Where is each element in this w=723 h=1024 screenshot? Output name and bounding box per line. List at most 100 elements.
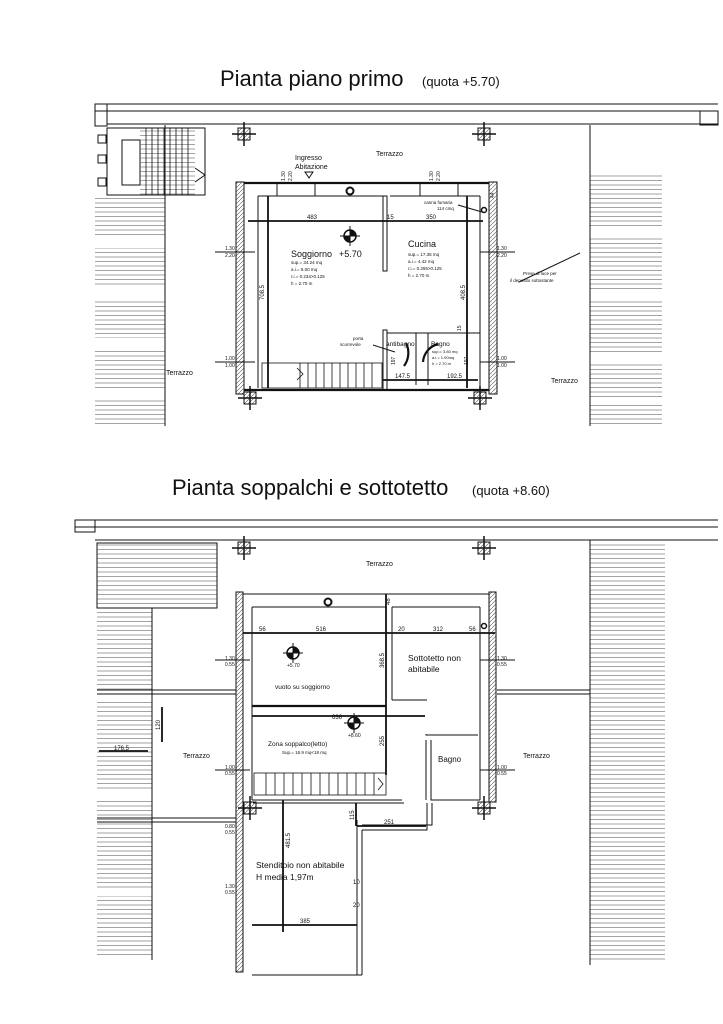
plan-top-title: Pianta piano primo: [220, 66, 403, 91]
dimension-label: 251: [384, 820, 395, 826]
dimension-lines-bottom: [99, 594, 495, 932]
dimension-label: 1.30: [225, 656, 235, 662]
level-marker-570: [282, 642, 304, 664]
label-ingresso: Ingresso: [295, 155, 322, 162]
dim-147-5: 147.5: [395, 374, 411, 380]
cucina-h: h = 2.70 m: [408, 273, 430, 278]
plan-top-quota: (quota +5.70): [422, 74, 500, 89]
dimension-label: 385: [300, 919, 311, 925]
roof-tiles-right-bottom: [590, 543, 665, 963]
dim-197: 197: [391, 356, 397, 365]
dimension-label: 1.30: [497, 656, 507, 662]
dimension-label: 481.5: [286, 832, 292, 848]
dim-197b: 197: [464, 356, 470, 365]
dim-44: 44: [490, 192, 496, 198]
dimension-label: 1.00: [497, 356, 507, 362]
dimension-label: 1.00: [225, 356, 235, 362]
dimension-label: 1.30: [497, 246, 507, 252]
window-heights-top: 1.302.20 1.302.20 1.001.00 1.001.00 1.30…: [225, 171, 507, 369]
dimension-label: 0.80: [225, 824, 235, 830]
dim-192-5: 192.5: [447, 374, 463, 380]
bagno-h: h = 2.70 m: [432, 361, 452, 366]
label-altezza-media: H media 1,97m: [256, 872, 314, 882]
room-cucina: Cucina: [408, 239, 436, 249]
cucina-ri: r.i.= 0.255>0.125: [408, 266, 442, 271]
bagno-sup: sup.= 3.80 mq: [432, 349, 457, 354]
dimension-label: 1.00: [497, 363, 507, 369]
dim-15b: 15: [457, 325, 463, 331]
label-abitabile: abitabile: [408, 664, 440, 674]
dimension-label: 115: [350, 810, 356, 820]
dimension-label: 0.55: [497, 771, 507, 777]
label-level: +5.70: [339, 249, 362, 259]
dimension-label: 1.30: [225, 246, 235, 252]
dimension-label: 2.20: [225, 253, 235, 259]
dimension-label: 312: [433, 627, 444, 633]
label-scorrevole: scorrevole: [340, 342, 361, 347]
label-abitazione: Abitazione: [295, 164, 328, 171]
soggiorno-h: h = 2.70 m: [291, 281, 313, 286]
cucina-ai: a.i.= 4.42 mq: [408, 259, 435, 264]
soggiorno-sup: sup.= 34.24 mq: [291, 260, 323, 265]
label-terrazzo-left-bottom: Terrazzo: [183, 753, 210, 760]
label-prese: Prese di luce per: [523, 271, 557, 276]
roof-tiles-right: [590, 172, 662, 227]
internal-stair-bottom: [253, 772, 387, 796]
dimension-label: 1.00: [225, 765, 235, 771]
room-antibagno: antibagno: [386, 341, 415, 348]
dimension-label: 516: [316, 627, 327, 633]
dimension-label: 255: [380, 735, 386, 746]
soggiorno-ai: a.i.= 8.00 mq: [291, 267, 318, 272]
dimension-label: 0.55: [225, 771, 235, 777]
label-zona-sup: Sup.= 16.9 mq<18 mq: [282, 750, 327, 755]
plan-bottom: Pianta soppalchi e sottotetto (quota +8.…: [74, 475, 718, 976]
internal-stair: [261, 362, 383, 389]
dimension-label: 10: [353, 880, 360, 886]
dimension-label: 1.30: [225, 884, 235, 890]
level-marker: [339, 225, 361, 247]
window-heights-bottom: 1.300.55 1.000.55 0.800.55 1.300.55 1.30…: [225, 656, 507, 896]
dimension-label: 20: [398, 627, 405, 633]
label-vuoto: vuoto su soggiorno: [275, 684, 330, 691]
dim-708-5: 708.5: [260, 284, 266, 300]
dimension-label: 56: [469, 627, 476, 633]
dimension-label: 636: [332, 715, 343, 721]
label-terrazzo-left: Terrazzo: [166, 370, 193, 377]
label-canna-area: 114 cmq: [437, 206, 454, 211]
dim-15: 15: [387, 215, 394, 221]
dimension-label: 2.20: [288, 171, 294, 181]
soggiorno-ri: r.i.= 0.234>0.125: [291, 274, 325, 279]
dimension-label: 2.20: [497, 253, 507, 259]
label-sottotetto: Sottotetto non: [408, 653, 461, 663]
dimension-label: 56: [259, 627, 266, 633]
plan-bottom-title: Pianta soppalchi e sottotetto: [172, 475, 448, 500]
label-canna-fumaria: canna fumaria: [424, 200, 453, 205]
dimension-label: 0.55: [225, 662, 235, 668]
roof-edge-bottom: [74, 519, 718, 541]
label-terrazzo-right: Terrazzo: [551, 378, 578, 385]
dimension-label: 1.00: [225, 363, 235, 369]
label-zona-soppalco: Zona soppalco(letto): [268, 741, 327, 748]
entrance-arrow-icon: [304, 171, 314, 179]
label-terrazzo-bottom: Terrazzo: [366, 561, 393, 568]
dimension-label: 120: [156, 719, 162, 730]
label-bagno-bottom: Bagno: [438, 755, 462, 764]
roof-tiles-left-bottom: [97, 543, 217, 608]
dimension-label: 1.30: [429, 171, 435, 181]
label-terrazzo: Terrazzo: [376, 151, 403, 158]
external-stair: [97, 127, 206, 196]
dimension-labels-bottom: 56 516 20 312 56 48 368.5 636 255 176.5 …: [114, 598, 476, 925]
dim-350: 350: [426, 215, 437, 221]
label-terrazzo-right-bottom: Terrazzo: [523, 753, 550, 760]
dimension-label: 0.55: [225, 890, 235, 896]
dimension-label: 1.30: [281, 171, 287, 181]
plan-bottom-quota: (quota +8.60): [472, 483, 550, 498]
roof-edge: [94, 103, 719, 127]
dimension-label: 1.00: [497, 765, 507, 771]
building-outline-top: [235, 181, 498, 395]
roof-tiles-left: [95, 198, 165, 238]
dimension-label: 0.55: [225, 830, 235, 836]
dimension-label: 2.20: [436, 171, 442, 181]
label-level-860: +8.60: [348, 733, 361, 739]
